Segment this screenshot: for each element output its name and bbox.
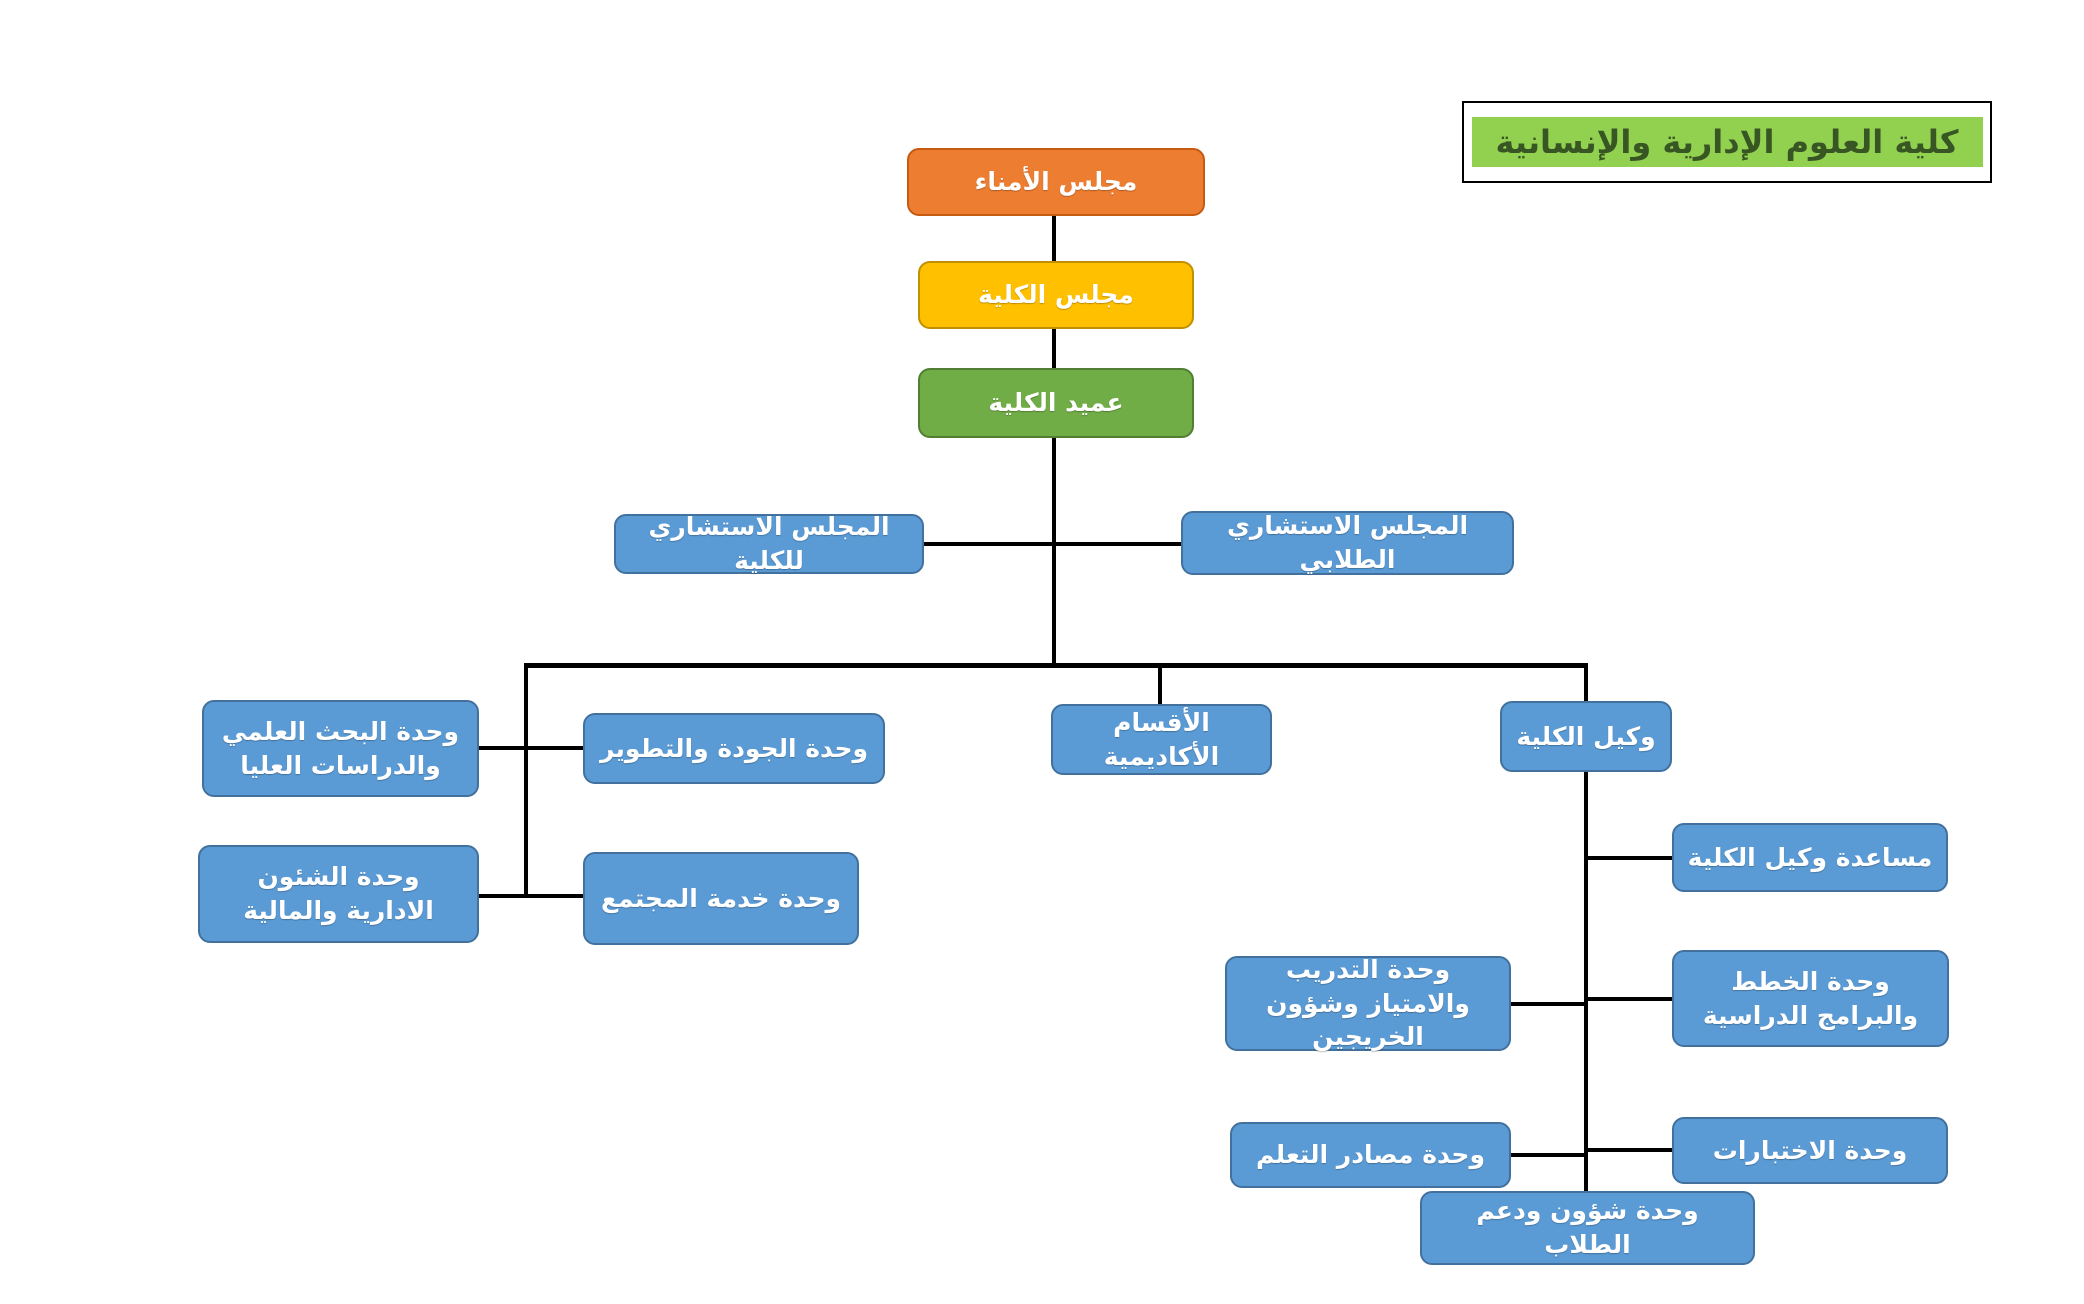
connector-assistant — [1586, 856, 1674, 860]
node-community-service-unit: وحدة خدمة المجتمع — [583, 852, 859, 945]
node-student-affairs-unit: وحدة شؤون ودعم الطلاب — [1420, 1191, 1755, 1265]
connector-left-spine — [524, 663, 528, 898]
node-plans-programs-unit: وحدة الخطط والبرامج الدراسية — [1672, 950, 1949, 1047]
node-academic-departments: الأقسام الأكاديمية — [1051, 704, 1272, 775]
connector-council-dean — [1052, 327, 1056, 370]
connector-research-quality — [477, 746, 585, 750]
node-label: مجلس الأمناء — [974, 167, 1138, 197]
node-quality-development-unit: وحدة الجودة والتطوير — [583, 713, 885, 784]
node-label: وحدة الاختبارات — [1712, 1135, 1908, 1165]
node-label: وحدة الشئون الادارية والمالية — [243, 862, 434, 925]
connector-plans — [1586, 997, 1674, 1001]
node-label: وحدة خدمة المجتمع — [600, 883, 842, 913]
node-student-advisory-council: المجلس الاستشاري الطلابي — [1181, 511, 1514, 575]
node-exams-unit: وحدة الاختبارات — [1672, 1117, 1948, 1184]
connector-vice-dean-spine — [1584, 770, 1588, 1220]
connector-training — [1509, 1002, 1586, 1006]
node-label: وحدة الخطط والبرامج الدراسية — [1702, 966, 1919, 1030]
node-college-council: مجلس الكلية — [918, 261, 1194, 329]
node-label: وحدة التدريب والامتياز وشؤون الخريجين — [1266, 954, 1470, 1052]
connector-exams — [1586, 1148, 1674, 1152]
node-college-dean: عميد الكلية — [918, 368, 1194, 438]
node-board-of-trustees: مجلس الأمناء — [907, 148, 1205, 216]
node-training-excellence-unit: وحدة التدريب والامتياز وشؤون الخريجين — [1225, 954, 1511, 1052]
node-label: المجلس الاستشاري للكلية — [648, 512, 890, 575]
node-admin-financial-unit: وحدة الشئون الادارية والمالية — [198, 845, 479, 943]
connector-distribution — [524, 663, 1588, 668]
node-label: المجلس الاستشاري الطلابي — [1226, 511, 1469, 574]
page-title: كلية العلوم الإدارية والإنسانية — [1471, 117, 1983, 167]
node-learning-resources-unit: وحدة مصادر التعلم — [1230, 1122, 1511, 1188]
connector-advisory-councils — [921, 542, 1183, 546]
connector-vice-dean-drop — [1584, 663, 1588, 705]
connector-trustees-council — [1052, 214, 1056, 264]
connector-dean-main — [1052, 436, 1056, 668]
connector-learning-resources — [1509, 1153, 1586, 1157]
node-label: وحدة شؤون ودعم الطلاب — [1476, 1196, 1699, 1259]
node-label: عميد الكلية — [988, 388, 1124, 418]
connector-academic-drop — [1158, 663, 1162, 708]
connector-admin-community — [477, 894, 585, 898]
node-label: وحدة الجودة والتطوير — [599, 733, 869, 763]
node-vice-dean-assistant: مساعدة وكيل الكلية — [1672, 823, 1948, 892]
node-label: وكيل الكلية — [1516, 721, 1656, 751]
node-label: وحدة مصادر التعلم — [1256, 1140, 1485, 1170]
node-college-advisory-council: المجلس الاستشاري للكلية — [614, 512, 924, 575]
node-vice-dean: وكيل الكلية — [1500, 701, 1672, 772]
node-label: مساعدة وكيل الكلية — [1687, 842, 1933, 872]
node-label: الأقسام الأكاديمية — [1103, 707, 1220, 771]
node-label: وحدة البحث العلمي والدراسات العليا — [221, 716, 460, 780]
page-title-frame: كلية العلوم الإدارية والإنسانية — [1462, 101, 1992, 183]
node-label: مجلس الكلية — [978, 280, 1134, 310]
node-scientific-research-unit: وحدة البحث العلمي والدراسات العليا — [202, 700, 479, 797]
